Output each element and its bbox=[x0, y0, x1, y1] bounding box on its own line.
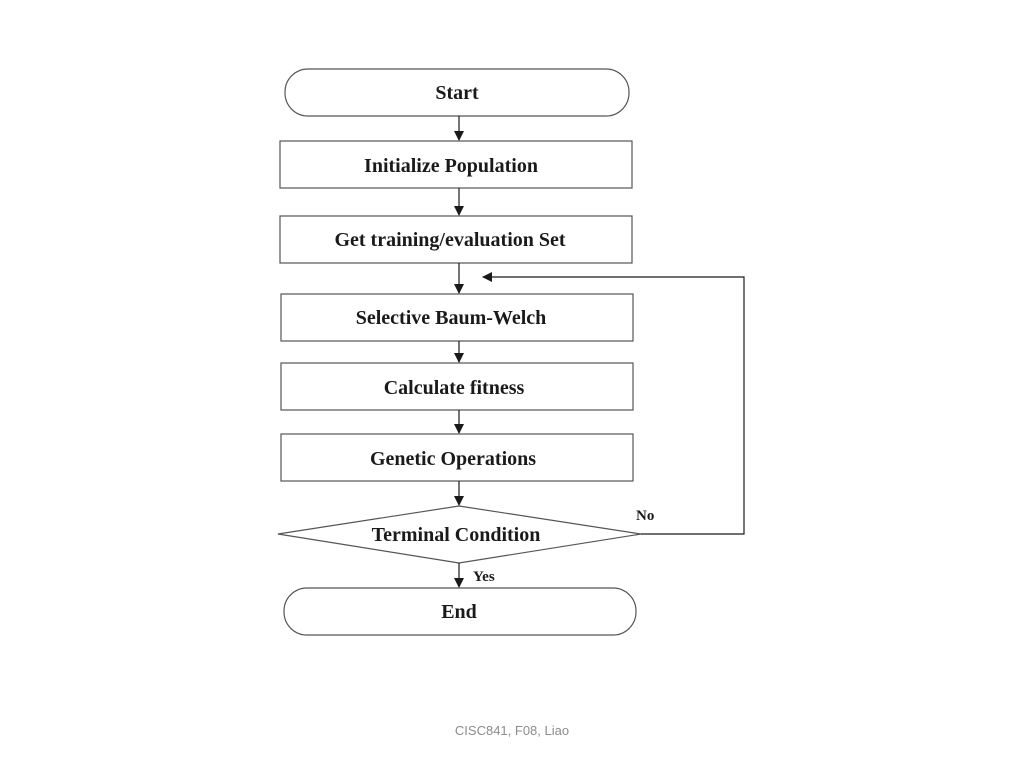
end-node: End bbox=[283, 587, 637, 636]
calculate-fitness-label: Calculate fitness bbox=[384, 377, 525, 399]
end-shape bbox=[283, 587, 637, 636]
genetic-operations-label: Genetic Operations bbox=[370, 448, 536, 470]
yes-edge-label: Yes bbox=[473, 569, 495, 585]
end-label: End bbox=[441, 601, 477, 623]
calculate-fitness-box bbox=[280, 362, 634, 411]
selective-baum-welch-node: Selective Baum-Welch bbox=[280, 293, 634, 342]
initialize-population-label: Initialize Population bbox=[364, 155, 538, 177]
start-shape bbox=[284, 68, 630, 117]
connectors bbox=[454, 116, 745, 588]
selective-baum-welch-label: Selective Baum-Welch bbox=[356, 307, 547, 329]
terminal-condition-node: Terminal Condition bbox=[277, 505, 642, 564]
get-training-set-label: Get training/evaluation Set bbox=[334, 229, 565, 251]
calculate-fitness-node: Calculate fitness bbox=[280, 362, 634, 411]
start-node: Start bbox=[284, 68, 630, 117]
no-edge-label: No bbox=[636, 508, 654, 524]
initialize-population-box bbox=[279, 140, 633, 189]
selective-baum-welch-box bbox=[280, 293, 634, 342]
terminal-condition-label: Terminal Condition bbox=[372, 524, 541, 546]
get-training-set-node: Get training/evaluation Set bbox=[279, 215, 633, 264]
get-training-set-box bbox=[279, 215, 633, 264]
initialize-population-node: Initialize Population bbox=[279, 140, 633, 189]
start-label: Start bbox=[435, 82, 479, 104]
genetic-operations-box bbox=[280, 433, 634, 482]
arrow-no-loop-back bbox=[482, 272, 745, 535]
genetic-operations-node: Genetic Operations bbox=[280, 433, 634, 482]
slide-footer: CISC841, F08, Liao bbox=[454, 723, 570, 738]
